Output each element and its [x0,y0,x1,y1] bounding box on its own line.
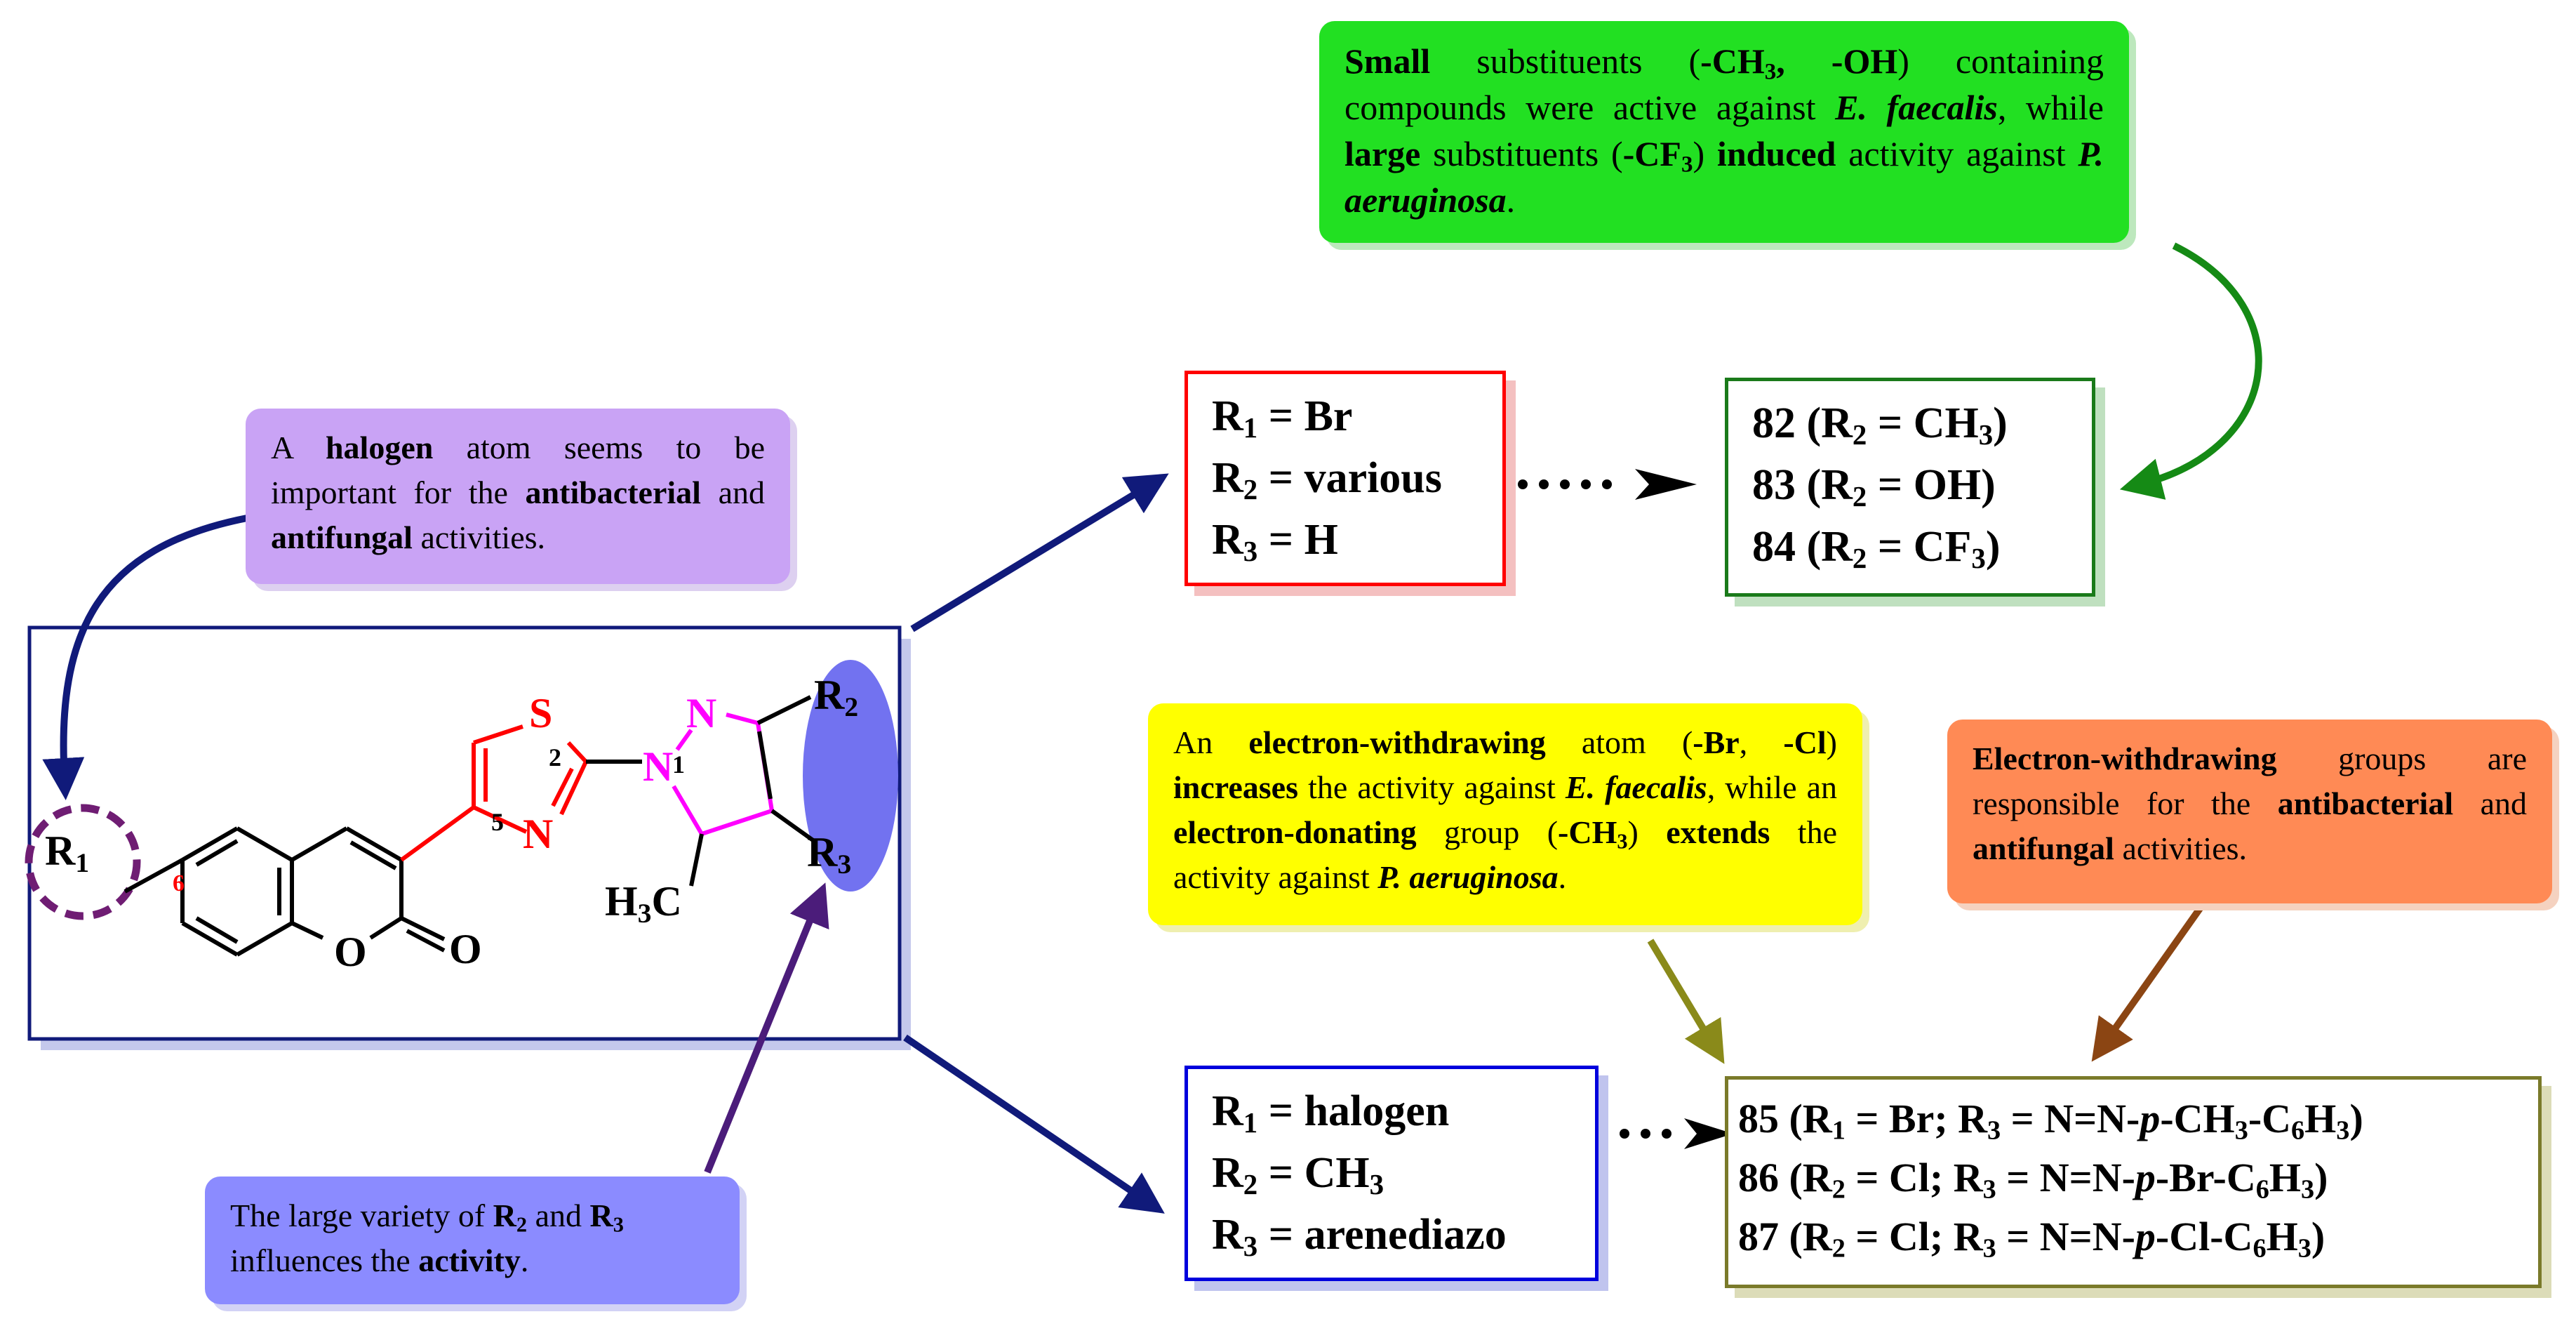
atom-n1: N [643,743,674,790]
compound-87: 87 (R2 = Cl; R3 = N=N-p-Cl-C6H3) [1738,1214,2325,1264]
atom-pyrazole-nitrogen: N [686,690,717,736]
arrow-small-to-compounds [2119,242,2262,500]
arrow-halogen-to-r1 [42,515,248,800]
dotted-connector-top [1518,469,1697,500]
r2-r3-highlight [803,660,898,892]
position-6-label: 6 [173,870,185,896]
arrow-ewg-groups-to-compounds [2091,903,2205,1062]
compound-86: 86 (R2 = Cl; R3 = N=N-p-Br-C6H3) [1738,1155,2328,1205]
r1-highlight-circle [25,804,141,920]
coumarin-bonds [124,826,446,957]
position-5-label: 5 [491,808,504,836]
compound-84: 84 (R2 = CF3) [1752,523,2001,575]
note-halogen: A halogen atom seems to be important for… [246,409,790,584]
arrow-to-bottom-box [903,1034,1165,1214]
substituent-r3: R3 = arenediazo [1212,1211,1507,1263]
compound-82: 82 (R2 = CH3) [1752,399,2008,451]
compound-83: 83 (R2 = OH) [1752,461,1996,513]
atom-r1: R1 [45,828,90,878]
atom-r3: R3 [807,829,852,880]
compound-85: 85 (R1 = Br; R3 = N=N-p-CH3-C6H3) [1738,1096,2363,1146]
compounds-box-top: 82 (R2 = CH3) 83 (R2 = OH) 84 (R2 = CF3) [1725,378,2095,597]
note-electron-withdrawing-groups: Electron-withdrawing groups are responsi… [1947,720,2552,903]
thiazole-bonds [400,724,588,862]
atom-sulfur: S [529,690,553,736]
position-1-label: 1 [672,750,685,778]
arrow-ewg-atom-to-compounds [1647,939,1725,1064]
substituent-r1: R1 = halogen [1212,1087,1450,1139]
substituent-r1: R1 = Br [1212,392,1353,444]
pyrazole-black-bonds [689,695,815,887]
atom-thiazole-nitrogen: N [523,811,554,857]
note-electron-withdrawing-atom: An electron-withdrawing atom (-Br, -Cl) … [1148,703,1862,925]
dotted-connector-bottom [1620,1118,1733,1149]
note-large-variety: The large variety of R2 and R3 influence… [205,1177,740,1304]
atom-r2: R2 [814,672,859,722]
substituent-r3: R3 = H [1212,516,1338,568]
substituents-box-top: R1 = Br R2 = various R3 = H [1184,371,1506,586]
arrow-to-top-box [910,473,1169,632]
substituents-box-bottom: R1 = halogen R2 = CH3 R3 = arenediazo [1184,1066,1599,1281]
compounds-box-bottom: 85 (R1 = Br; R3 = N=N-p-CH3-C6H3) 86 (R2… [1725,1076,2542,1288]
arrow-variety-to-r2r3 [704,882,829,1174]
molecule-frame [27,625,902,1041]
methyl-group: H3C [605,878,682,929]
note-small-substituents: Small substituents (-CH3, -OH) containin… [1319,21,2129,243]
substituent-r2: R2 = CH3 [1212,1149,1384,1201]
substituent-r2: R2 = various [1212,454,1442,506]
atom-carbonyl-oxygen: O [449,926,482,972]
position-2-label: 2 [549,743,561,771]
atom-ring-oxygen: O [334,929,367,975]
